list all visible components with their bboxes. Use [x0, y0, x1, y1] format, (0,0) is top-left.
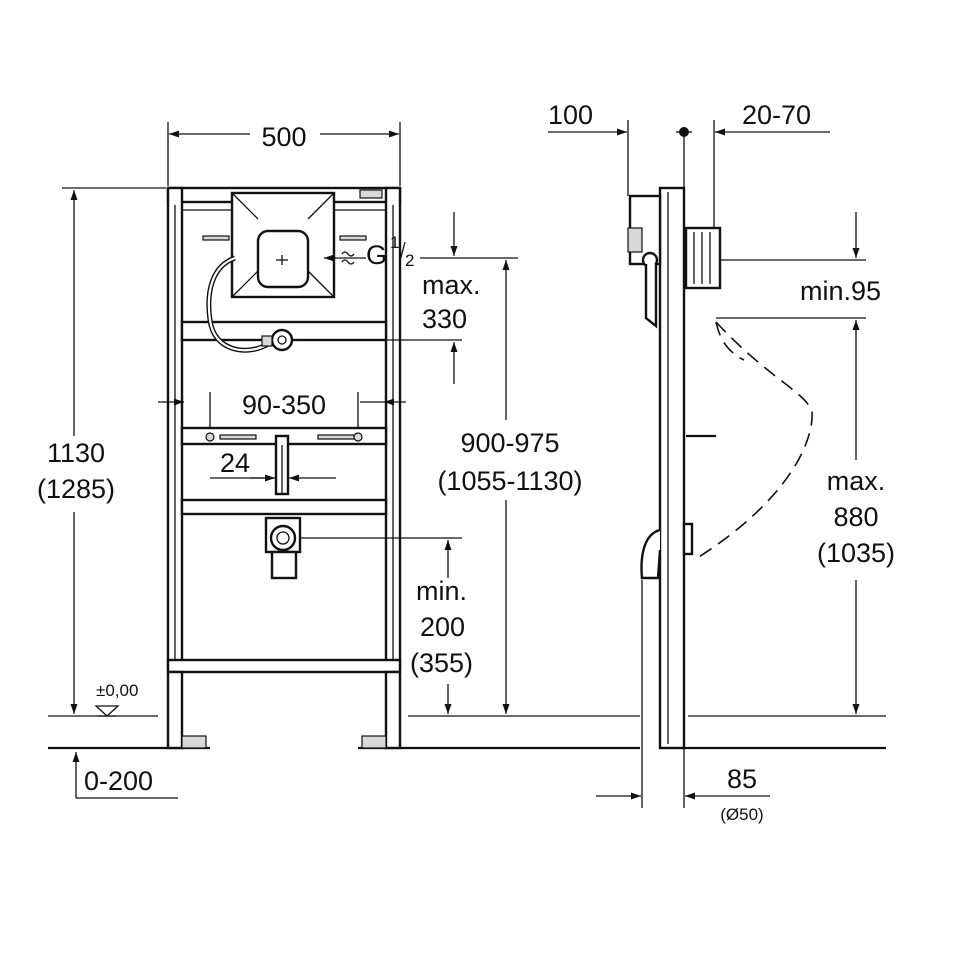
side-view: 100 20-70 min.95 max. 880 (1035) 85 (Ø50…: [548, 100, 895, 824]
supply-valve-icon: [270, 328, 294, 352]
thread-denominator: 2: [405, 251, 414, 270]
outlet-connector: [264, 516, 302, 580]
adjust-range: 0-200: [84, 766, 153, 796]
thread-g: G: [366, 240, 387, 270]
min-label: min.: [416, 576, 467, 606]
side-depth-right: 20-70: [742, 100, 811, 130]
side-flush-box: [627, 194, 722, 329]
urinal-outline: [693, 321, 813, 561]
height-dimension-alt: (1285): [37, 474, 115, 504]
side-frame-profile: [658, 186, 686, 750]
height-dimension: 1130: [47, 438, 105, 468]
max-label: max.: [422, 270, 481, 300]
flush-control-box: [230, 191, 336, 299]
side-diameter: (Ø50): [720, 805, 763, 824]
range-dimension: 900-975: [460, 428, 559, 458]
min-value-alt: (355): [410, 648, 473, 678]
side-outlet-pipe: [640, 528, 662, 580]
spacing-dimension: 90-350: [242, 390, 326, 420]
thread-numerator: 1: [390, 233, 399, 252]
pipe-dimension: 24: [220, 448, 250, 478]
side-bottom-dimension: 85: [727, 764, 757, 794]
max-value: 330: [422, 304, 467, 334]
level-label: ±0,00: [96, 681, 138, 700]
side-depth-left: 100: [548, 100, 593, 130]
front-view: 500 1130 (1285) ±0,00 0-200 G 1 2 max. 3…: [37, 122, 640, 799]
range-dimension-alt: (1055-1130): [437, 466, 582, 496]
installation-frame: [166, 186, 402, 750]
side-min-label: min.95: [800, 276, 881, 306]
min-value: 200: [420, 612, 465, 642]
side-max-alt: (1035): [817, 538, 895, 568]
width-dimension: 500: [261, 122, 306, 152]
side-max-label: max.: [827, 466, 886, 496]
level-marker-icon: [94, 705, 120, 717]
side-max-value: 880: [833, 502, 878, 532]
